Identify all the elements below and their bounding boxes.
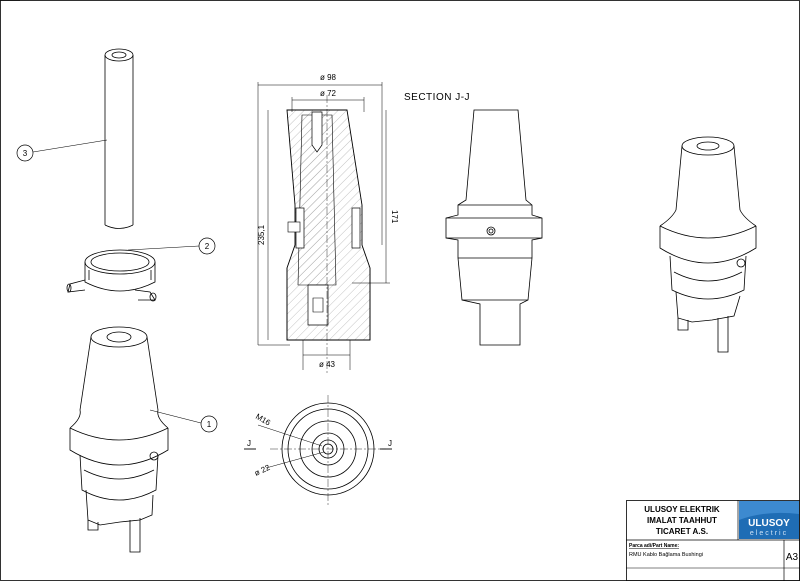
part-3-tube [104, 48, 134, 229]
section-title: SECTION J-J [404, 92, 470, 103]
title-block-frame: ULUSOY electric ULUSOY ELEKTRIK IMALAT T… [626, 500, 800, 581]
dimensions [257, 82, 390, 370]
balloon-1: 1 [149, 409, 218, 433]
svg-text:3: 3 [23, 149, 28, 158]
balloon-3: 3 [16, 139, 108, 162]
part-name: RMU Kablo Bağlama Bushingi [629, 552, 703, 558]
dim-bore-dia: ø 22 [253, 463, 272, 478]
part-2-ring [66, 249, 157, 302]
part-1-bushing [69, 326, 169, 553]
logo-subtext: electric [750, 530, 788, 537]
dim-bottom-dia: ø 43 [319, 360, 336, 369]
balloon-2: 2 [127, 237, 216, 255]
logo-text: ULUSOY [748, 518, 790, 529]
section-mark-left: J [247, 439, 251, 448]
bottom-view [244, 395, 392, 505]
dim-thread: M16 [254, 412, 272, 428]
company-line-2: IMALAT TAAHHUT [647, 516, 717, 525]
part-name-label: Parca adi/Part Name: [629, 543, 679, 549]
dim-outer-dia: ø 98 [320, 73, 337, 82]
company-line-3: TICARET A.S. [656, 527, 708, 536]
company-line-1: ULUSOY ELEKTRIK [644, 505, 720, 514]
dim-height: 235,1 [257, 224, 266, 245]
svg-text:1: 1 [207, 420, 212, 429]
section-mark-right: J [388, 439, 392, 448]
iso-view [659, 136, 757, 353]
title-block: ULUSOY electric ULUSOY ELEKTRIK IMALAT T… [626, 500, 800, 581]
side-view [445, 109, 543, 346]
sheet-size: A3 [786, 552, 799, 563]
dim-inner-dia: ø 72 [320, 89, 337, 98]
svg-text:2: 2 [205, 242, 210, 251]
dim-inner-height: 171 [390, 210, 399, 224]
section-view [286, 95, 371, 375]
